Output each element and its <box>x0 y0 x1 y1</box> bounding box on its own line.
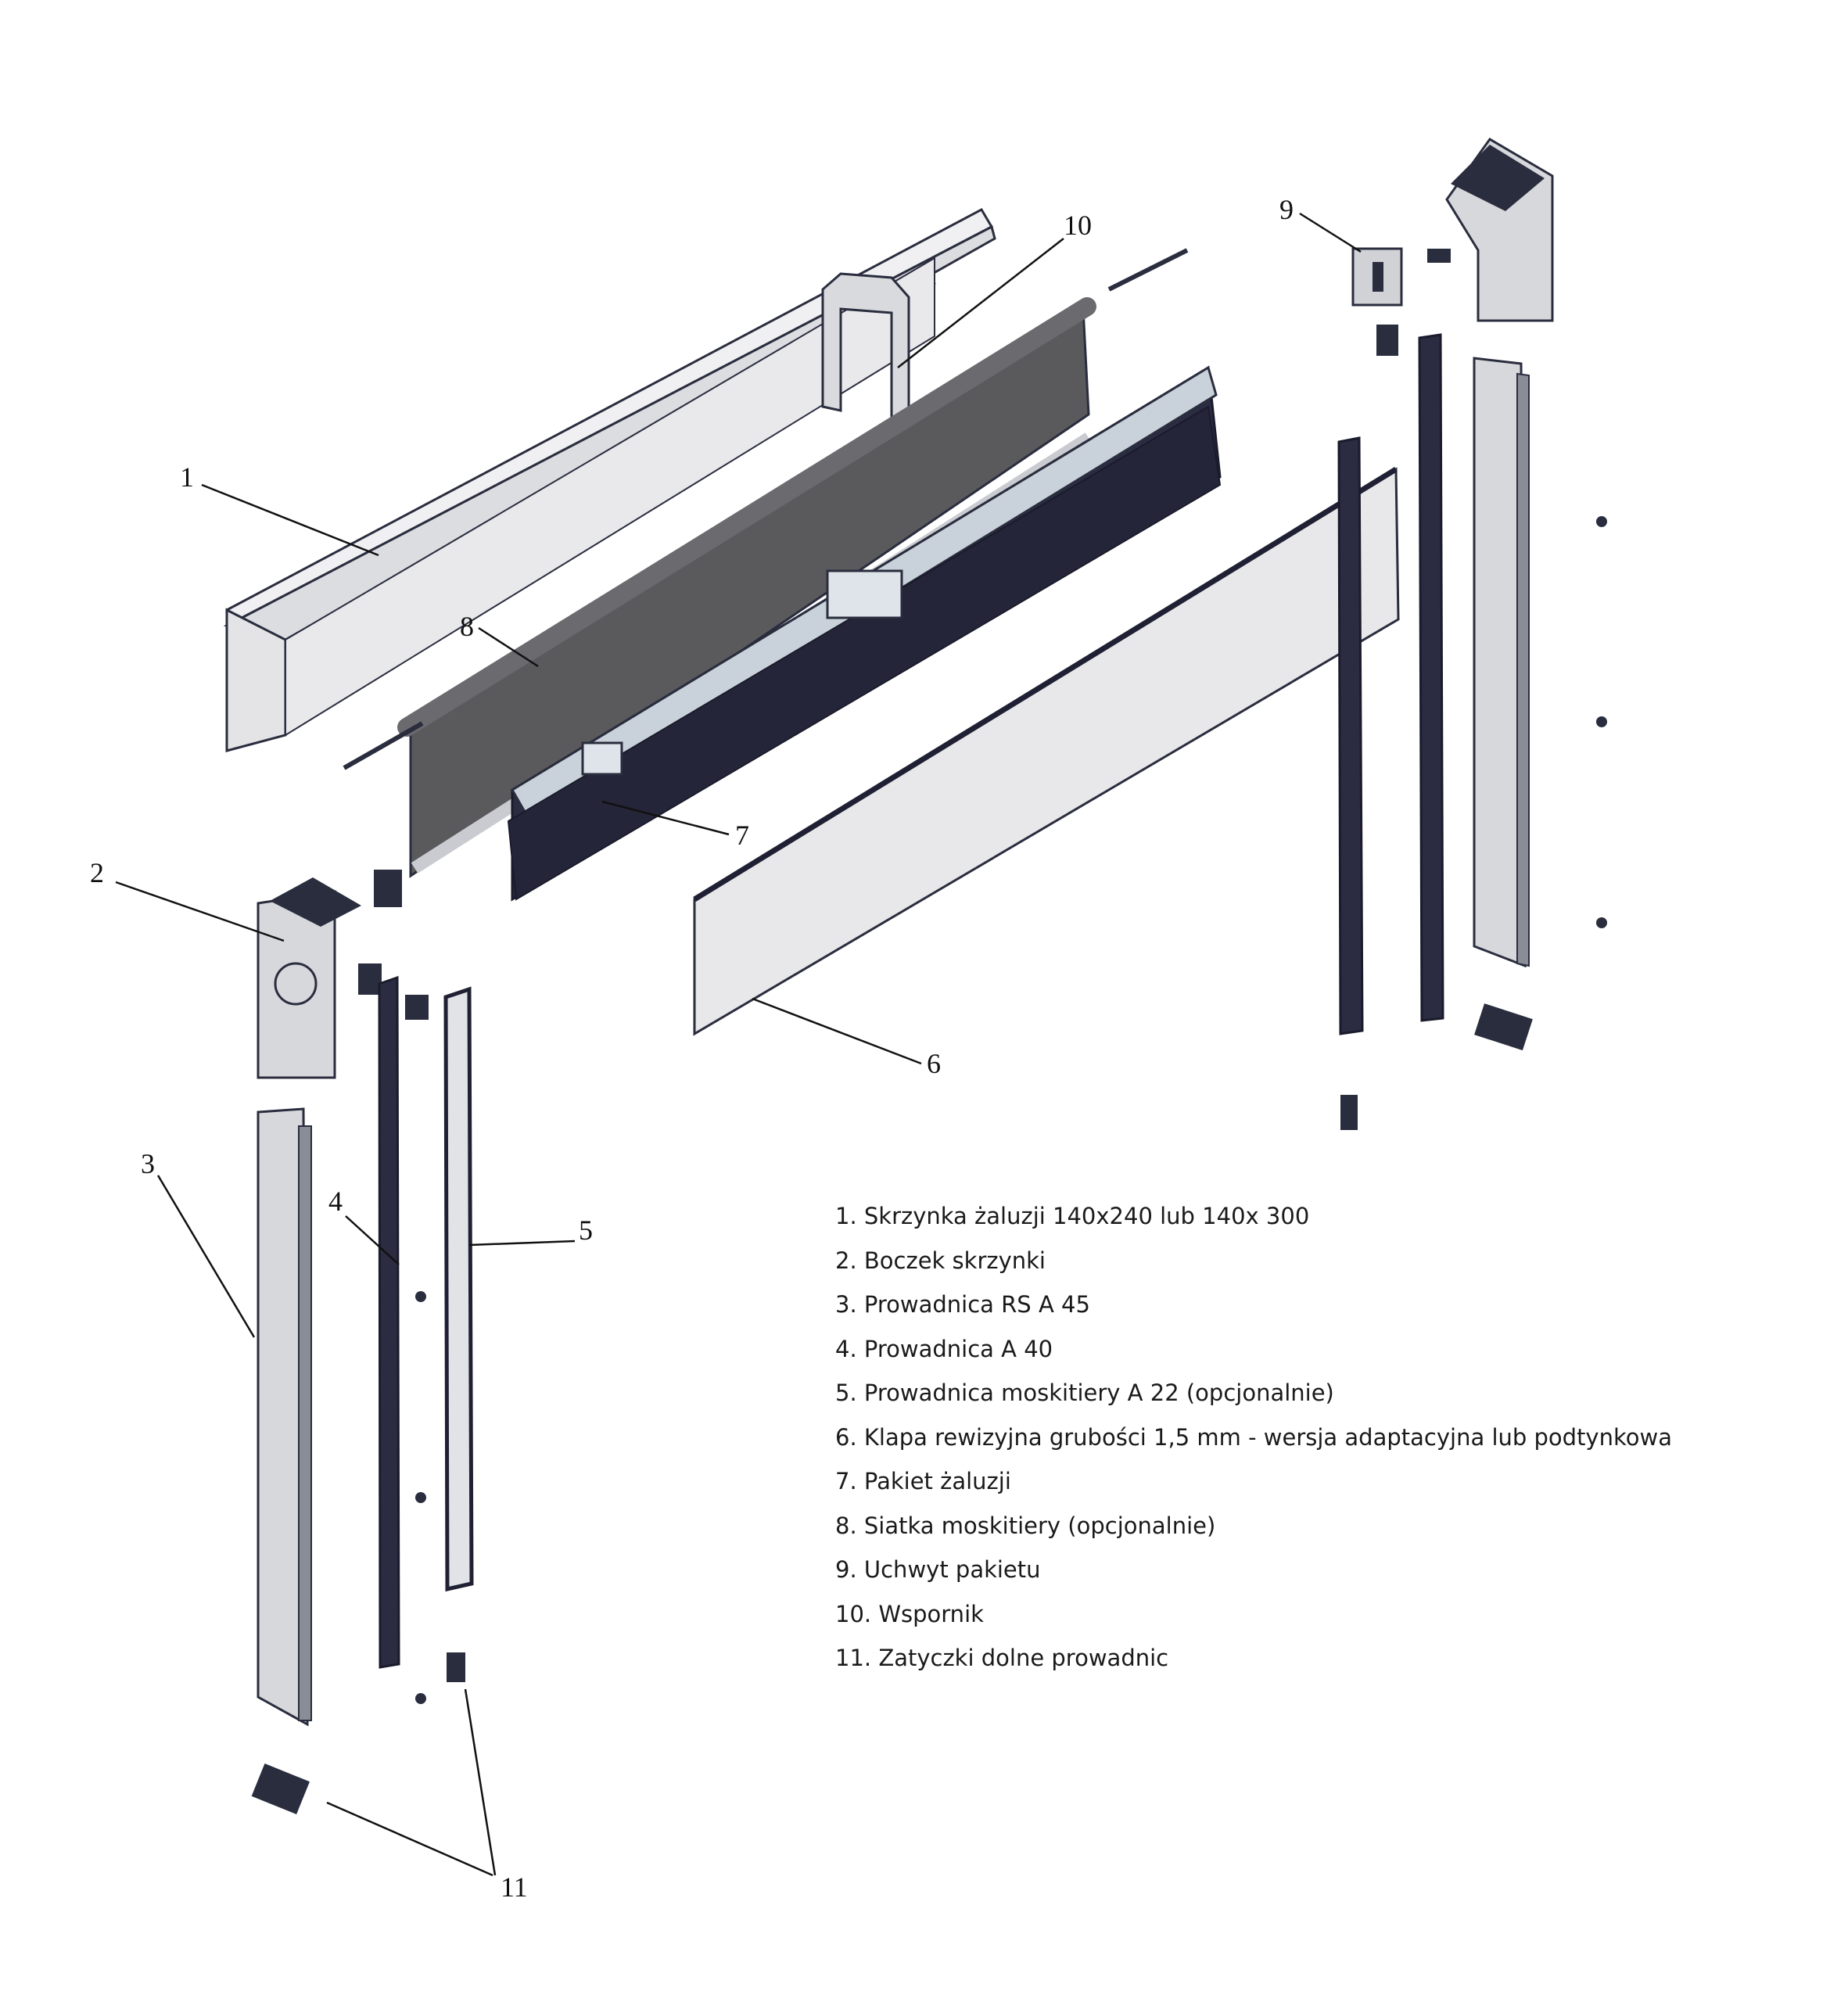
package-holder <box>1351 247 1451 356</box>
callout-numbers: 1 2 3 4 5 6 7 8 9 10 11 <box>90 194 1294 1903</box>
legend-item: 4. Prowadnica A 40 <box>835 1335 1053 1362</box>
legend-item: 2. Boczek skrzynki <box>835 1247 1046 1274</box>
legend-item: 10. Wspornik <box>835 1600 984 1627</box>
callout-10: 10 <box>1064 210 1092 241</box>
callout-7: 7 <box>735 820 749 851</box>
leader-lines <box>115 212 1362 1877</box>
guide-a22-left <box>443 986 474 1682</box>
guide-rs-a45-left <box>251 1107 312 1814</box>
callout-8: 8 <box>460 611 474 642</box>
box-side-right <box>1445 138 1554 322</box>
guides-right <box>1337 333 1607 1130</box>
box-side-left <box>257 870 429 1079</box>
callout-5: 5 <box>579 1214 593 1246</box>
legend-item: 6. Klapa rewizyjna grubości 1,5 mm - wer… <box>835 1423 1672 1451</box>
callout-3: 3 <box>141 1148 155 1179</box>
legend-item: 9. Uchwyt pakietu <box>835 1556 1041 1583</box>
shutter-blade-pack <box>507 365 1222 902</box>
callout-4: 4 <box>328 1186 343 1217</box>
legend-item: 11. Zatyczki dolne prowadnic <box>835 1645 1169 1671</box>
callout-11: 11 <box>501 1871 528 1903</box>
legend-item: 3. Prowadnica RS A 45 <box>835 1291 1090 1318</box>
legend-item: 7. Pakiet żaluzji <box>835 1468 1011 1494</box>
parts-legend: 1. Skrzynka żaluzji 140x240 lub 140x 300… <box>835 1200 1672 1687</box>
legend-item: 1. Skrzynka żaluzji 140x240 lub 140x 300 <box>835 1203 1310 1229</box>
shutter-box-cover <box>223 208 996 752</box>
callout-6: 6 <box>927 1048 941 1079</box>
inspection-flap <box>693 467 1400 1036</box>
callout-9: 9 <box>1279 194 1294 225</box>
callout-1: 1 <box>180 461 194 493</box>
guide-a40-left <box>378 975 426 1704</box>
callout-2: 2 <box>90 857 104 888</box>
legend-item: 5. Prowadnica moskitiery A 22 (opcjonaln… <box>835 1380 1334 1406</box>
legend-item: 8. Siatka moskitiery (opcjonalnie) <box>835 1512 1216 1539</box>
